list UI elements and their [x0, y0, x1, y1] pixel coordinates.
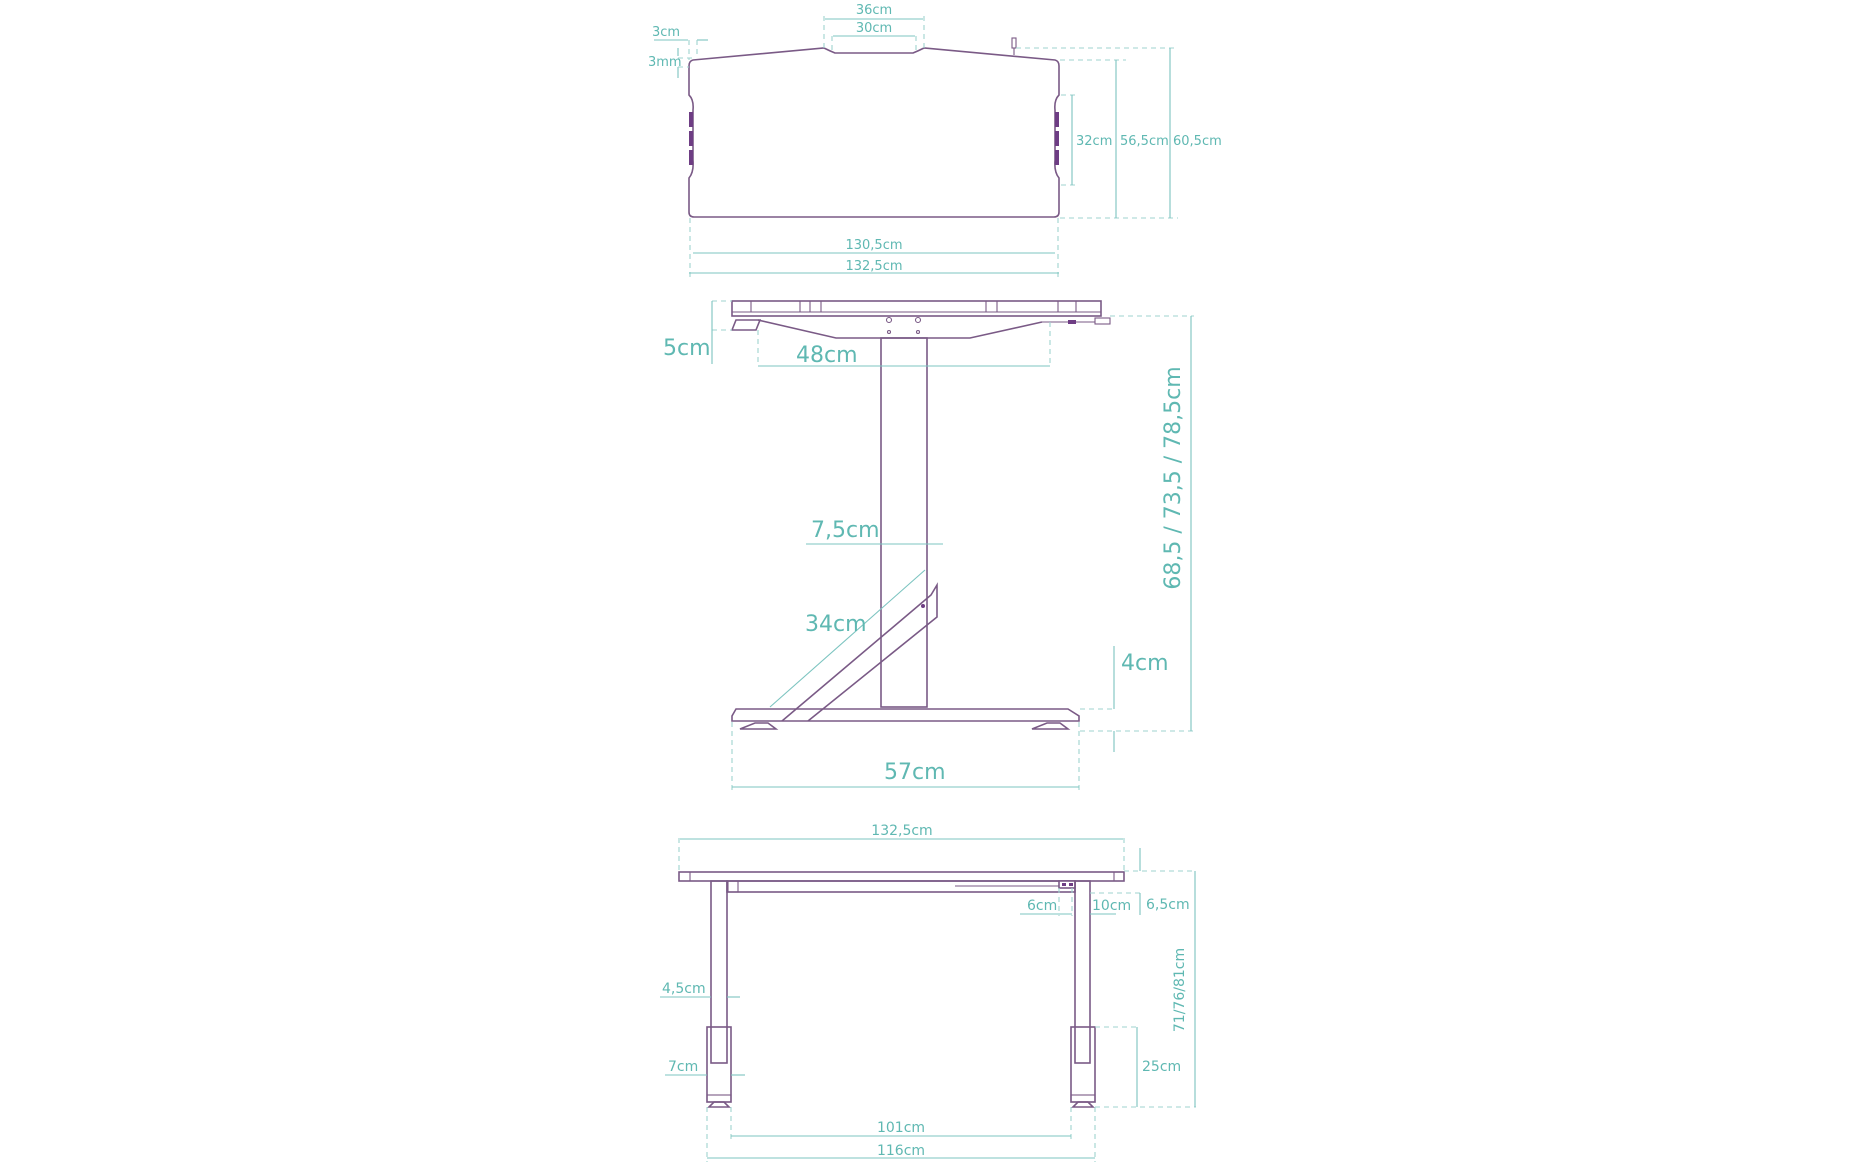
front-desktop [678, 871, 1125, 882]
label-edge-offset: 3cm [652, 25, 680, 40]
cable-plug-icon [1011, 37, 1017, 49]
label-height-range-side: 68,5 / 73,5 / 78,5cm [1161, 366, 1186, 589]
front-left-leg-upper [710, 880, 728, 1064]
left-handle-strip [689, 112, 693, 165]
label-top-thickness: 5cm [663, 336, 711, 361]
side-view: 5cm 48cm 7,5cm 34cm 4cm 57cm 68,5 / 73,5… [663, 300, 1194, 790]
label-cutout-outer: 36cm [856, 3, 892, 18]
label-front-width-total: 132,5cm [871, 823, 932, 839]
label-foot-height: 4cm [1121, 651, 1169, 676]
label-depth-total: 60,5cm [1173, 134, 1222, 149]
label-inner-span: 101cm [877, 1120, 925, 1136]
label-upper-leg-width: 4,5cm [662, 981, 706, 997]
label-side-handle: 32cm [1076, 134, 1112, 149]
label-width-total: 132,5cm [845, 259, 902, 274]
label-housing-height: 25cm [1142, 1059, 1181, 1075]
label-edge-drop: 3mm [648, 55, 682, 70]
label-outer-span: 116cm [877, 1143, 925, 1159]
label-control-offset: 6cm [1027, 898, 1057, 914]
label-brace-length: 34cm [805, 612, 867, 637]
label-leg-offset: 10cm [1092, 898, 1131, 914]
desktop-top-outline [688, 47, 1060, 218]
side-brace [781, 582, 938, 722]
front-right-leg-upper [1074, 880, 1091, 1064]
label-depth-inner: 56,5cm [1120, 134, 1169, 149]
label-cutout-inner: 30cm [856, 21, 892, 36]
side-base [731, 708, 1080, 722]
label-base-depth: 57cm [884, 760, 946, 785]
top-view: 36cm 30cm 3cm 3mm 32cm 56,5cm 60,5cm 130… [648, 3, 1222, 277]
label-frame-depth: 48cm [796, 343, 858, 368]
label-width-inner: 130,5cm [845, 238, 902, 253]
side-desktop [731, 300, 1102, 317]
label-lower-leg-width: 7cm [668, 1059, 698, 1075]
label-column-width: 7,5cm [811, 518, 880, 543]
label-height-range-front: 71/76/81cm [1172, 948, 1188, 1032]
right-handle-strip [1055, 112, 1059, 165]
front-view: 132,5cm 6,5cm 6cm 10cm 4,5cm 7cm 25cm 71… [660, 823, 1196, 1162]
label-frame-height: 6,5cm [1146, 897, 1190, 913]
side-column [880, 337, 928, 708]
